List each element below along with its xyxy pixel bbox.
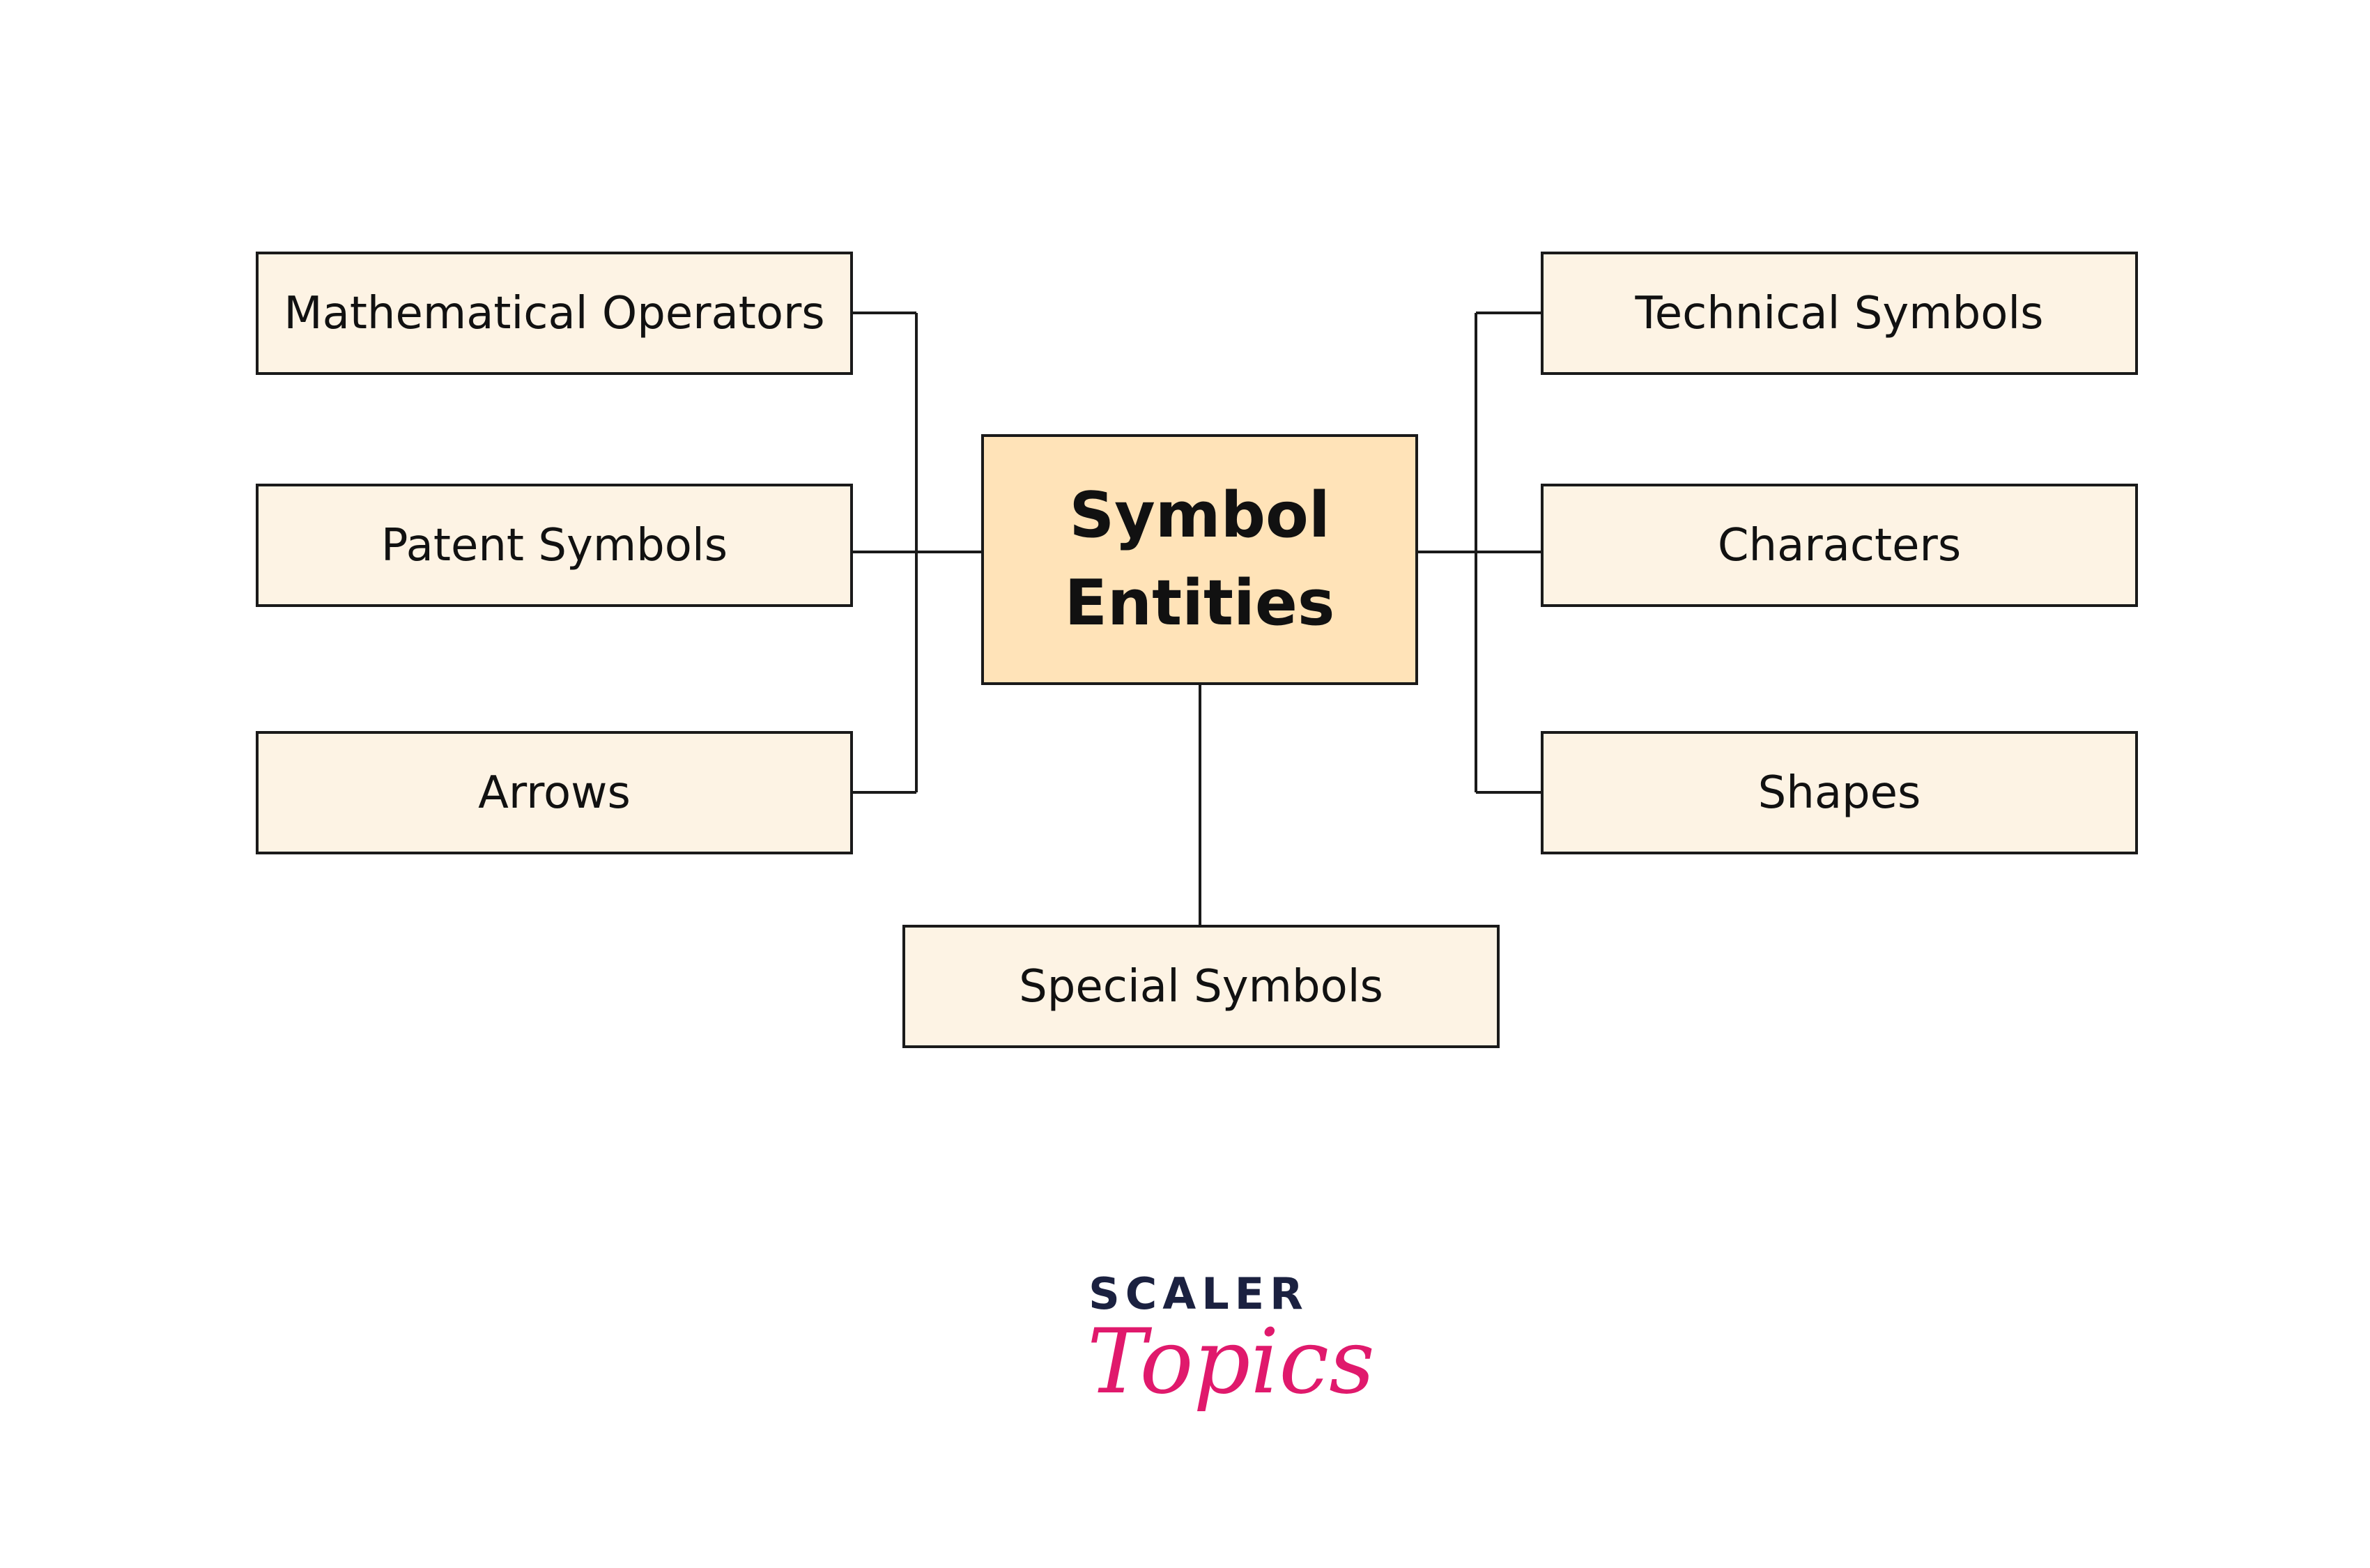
- node-label: Patent Symbols: [380, 519, 728, 571]
- node-label: Mathematical Operators: [284, 287, 825, 339]
- node-label: Special Symbols: [1019, 960, 1383, 1013]
- scaler-topics-logo: SCALER Topics: [1087, 1268, 1375, 1456]
- logo-script: Topics: [1087, 1310, 1375, 1414]
- node-patent-symbols: Patent Symbols: [256, 484, 853, 607]
- node-label: Technical Symbols: [1635, 287, 2044, 339]
- center-node-line2: Entities: [1064, 567, 1335, 640]
- node-characters: Characters: [1541, 484, 2138, 607]
- node-label: Characters: [1717, 519, 1962, 571]
- logo-wordmark: SCALER: [1088, 1268, 1309, 1319]
- center-node-symbol-entities: Symbol Entities: [981, 434, 1418, 685]
- node-label: Shapes: [1757, 767, 1921, 819]
- center-node-line1: Symbol: [1069, 479, 1330, 552]
- node-special-symbols: Special Symbols: [902, 925, 1500, 1048]
- node-technical-symbols: Technical Symbols: [1541, 252, 2138, 375]
- node-shapes: Shapes: [1541, 731, 2138, 854]
- node-label: Arrows: [478, 767, 631, 819]
- node-arrows: Arrows: [256, 731, 853, 854]
- node-mathematical-operators: Mathematical Operators: [256, 252, 853, 375]
